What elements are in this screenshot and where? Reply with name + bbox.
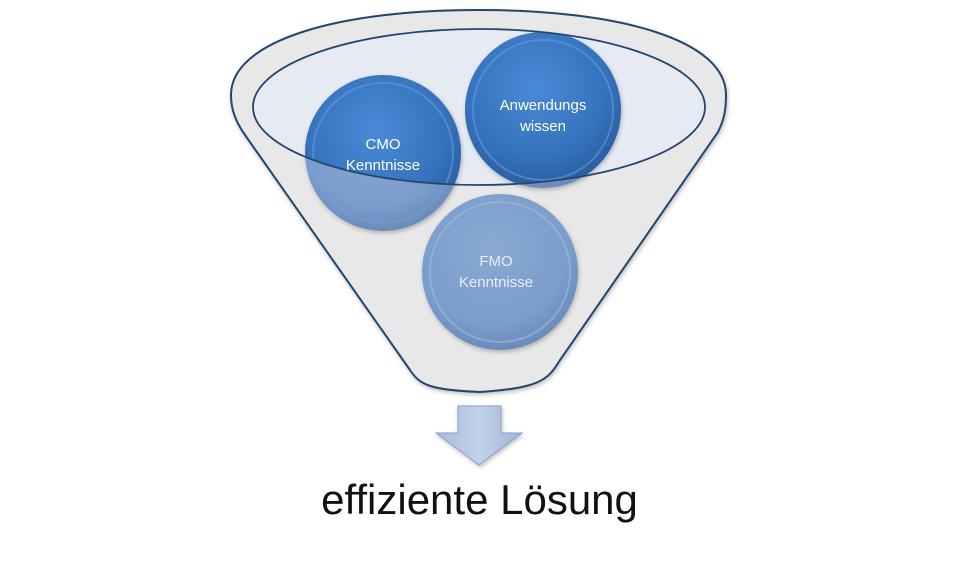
circle-cmo bbox=[305, 75, 461, 231]
circle-anwendung bbox=[465, 32, 621, 188]
anwendung-label-line1: Anwendungs bbox=[500, 97, 587, 114]
cmo-label-line1: CMO bbox=[366, 136, 401, 153]
fmo-label-line1: FMO bbox=[479, 253, 512, 270]
output-label: effiziente Lösung bbox=[321, 476, 638, 523]
funnel-rim bbox=[252, 28, 706, 186]
anwendung-label-line2: wissen bbox=[519, 118, 566, 135]
arrow-down-icon bbox=[434, 405, 524, 466]
cmo-label-line2: Kenntnisse bbox=[346, 157, 420, 174]
circle-fmo bbox=[422, 194, 578, 350]
fmo-label-line2: Kenntnisse bbox=[459, 274, 533, 291]
